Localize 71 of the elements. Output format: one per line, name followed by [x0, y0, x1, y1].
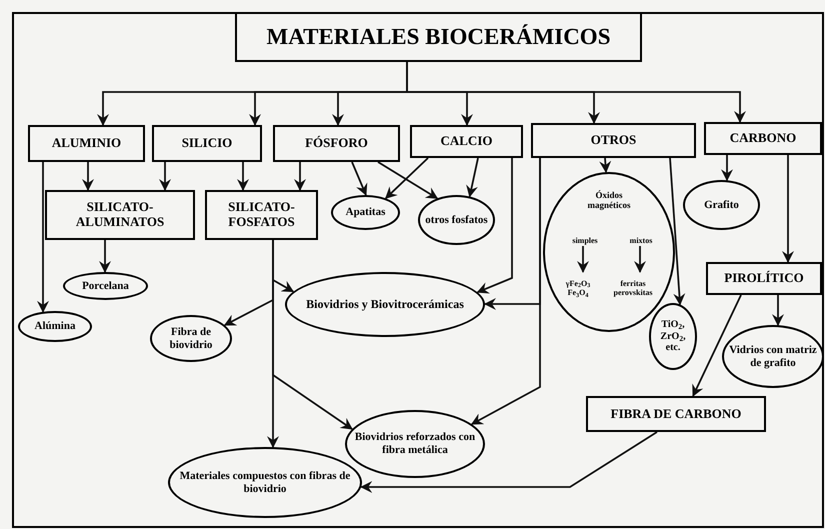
arrow — [272, 240, 353, 430]
title-box — [235, 12, 642, 62]
arrow — [669, 158, 686, 306]
material-ellipse — [285, 272, 485, 337]
material-ellipse — [63, 272, 148, 300]
node-text: ALUMINIO — [52, 136, 122, 151]
material-ellipse — [18, 311, 92, 342]
arrow — [772, 295, 784, 326]
category-box — [706, 262, 822, 295]
material-ellipse — [649, 303, 697, 370]
arrow — [406, 62, 746, 123]
node-text: TiO$_{2}$, ZrO$_{2}$, etc. — [659, 319, 687, 354]
arrow — [470, 158, 541, 425]
arrow — [692, 294, 742, 397]
arrow — [782, 155, 794, 263]
node-text: CARBONO — [730, 131, 796, 146]
arrow — [634, 246, 646, 273]
arrow — [159, 162, 171, 191]
category-box — [410, 125, 523, 158]
node-text: Grafito — [704, 198, 739, 212]
arrow — [476, 158, 513, 294]
category-box — [704, 122, 822, 155]
material-ellipse — [331, 195, 400, 230]
category-box — [152, 125, 262, 162]
node-text: Biovidrios y Biovitrocerámicas — [306, 298, 464, 312]
node-text: PIROLÍTICO — [724, 271, 804, 286]
material-ellipse — [150, 315, 232, 362]
arrow — [360, 431, 658, 493]
node-text: FIBRA DE CARBONO — [610, 406, 742, 422]
material-ellipse — [683, 180, 760, 230]
formula-text: mixtos — [630, 236, 652, 246]
node-text: CALCIO — [440, 134, 492, 149]
arrow — [294, 162, 306, 191]
node-text: OTROS — [590, 133, 636, 148]
category-box — [205, 190, 318, 240]
material-ellipse — [418, 195, 495, 245]
node-text: SILICATO- ALUMINATOS — [74, 200, 166, 230]
category-box — [586, 396, 766, 432]
node-text: SILICIO — [182, 136, 232, 151]
node-text: Apatitas — [346, 206, 386, 219]
category-box — [273, 125, 400, 162]
node-text: Materiales compuestos con fibras de biovidrio — [178, 470, 352, 496]
arrow — [37, 162, 49, 313]
arrow — [577, 246, 589, 273]
formula-text: γFe$_{2}$O$_{3}$ Fe$_{3}$O$_{4}$ — [564, 278, 592, 298]
arrow — [385, 157, 429, 199]
arrow — [378, 161, 438, 200]
material-ellipse — [168, 447, 362, 518]
arrow — [99, 240, 111, 273]
node-text: SILICATO- FOSFATOS — [227, 200, 296, 230]
arrow — [82, 162, 94, 191]
arrow — [466, 158, 479, 198]
arrow — [599, 158, 612, 174]
material-ellipse — [722, 325, 824, 388]
category-box — [28, 125, 145, 162]
arrow — [237, 162, 249, 191]
node-text: Porcelana — [82, 280, 129, 292]
category-box — [531, 123, 696, 158]
node-text: Biovidrios reforzados con fibra metálica — [354, 431, 476, 457]
category-box — [45, 190, 195, 240]
arrow — [721, 155, 733, 182]
node-text: FÓSFORO — [305, 136, 368, 151]
arrow — [351, 162, 368, 196]
node-text: MATERIALES BIOCERÁMICOS — [266, 24, 610, 50]
node-text: Alúmina — [34, 320, 76, 333]
formula-text: ferritas perovskitas — [612, 278, 654, 298]
node-text: Óxidos magnéticos — [586, 190, 632, 211]
node-text: Vidrios con matriz de grafito — [728, 344, 818, 370]
formula-text: simples — [572, 236, 598, 246]
node-text: otros fosfatos — [425, 214, 488, 226]
node-text: Fibra de biovidrio — [168, 326, 214, 352]
